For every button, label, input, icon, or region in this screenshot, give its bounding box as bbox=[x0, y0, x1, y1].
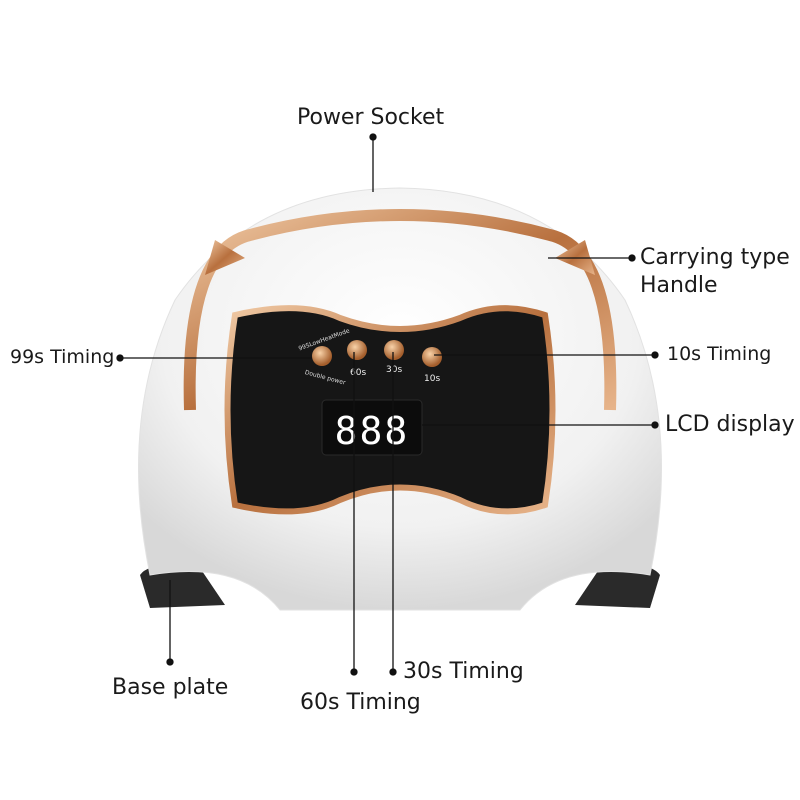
label-99s-timing: 99s Timing bbox=[10, 346, 115, 368]
button-30s[interactable] bbox=[384, 340, 404, 360]
button-60s[interactable] bbox=[347, 340, 367, 360]
label-power-socket: Power Socket bbox=[297, 105, 445, 130]
button-10s[interactable] bbox=[422, 347, 442, 367]
button-10s-label: 10s bbox=[424, 374, 440, 384]
label-handle-line1: Carrying type bbox=[640, 245, 790, 270]
lcd-screen bbox=[321, 399, 423, 456]
label-10s-timing: 10s Timing bbox=[667, 343, 772, 365]
button-60s-label: 60s bbox=[350, 368, 366, 378]
base-plate-right bbox=[575, 565, 660, 608]
lcd-digits: 888 bbox=[335, 409, 410, 453]
label-handle-line2: Handle bbox=[640, 273, 718, 298]
label-base-plate: Base plate bbox=[112, 675, 229, 700]
button-30s-label: 30s bbox=[386, 365, 402, 375]
label-30s-timing: 30s Timing bbox=[403, 659, 524, 684]
base-plate-left bbox=[140, 565, 225, 608]
leader-lines bbox=[116, 133, 659, 676]
label-lcd-display: LCD display bbox=[665, 412, 795, 437]
label-60s-timing: 60s Timing bbox=[300, 690, 421, 715]
button-99s[interactable] bbox=[312, 346, 332, 366]
